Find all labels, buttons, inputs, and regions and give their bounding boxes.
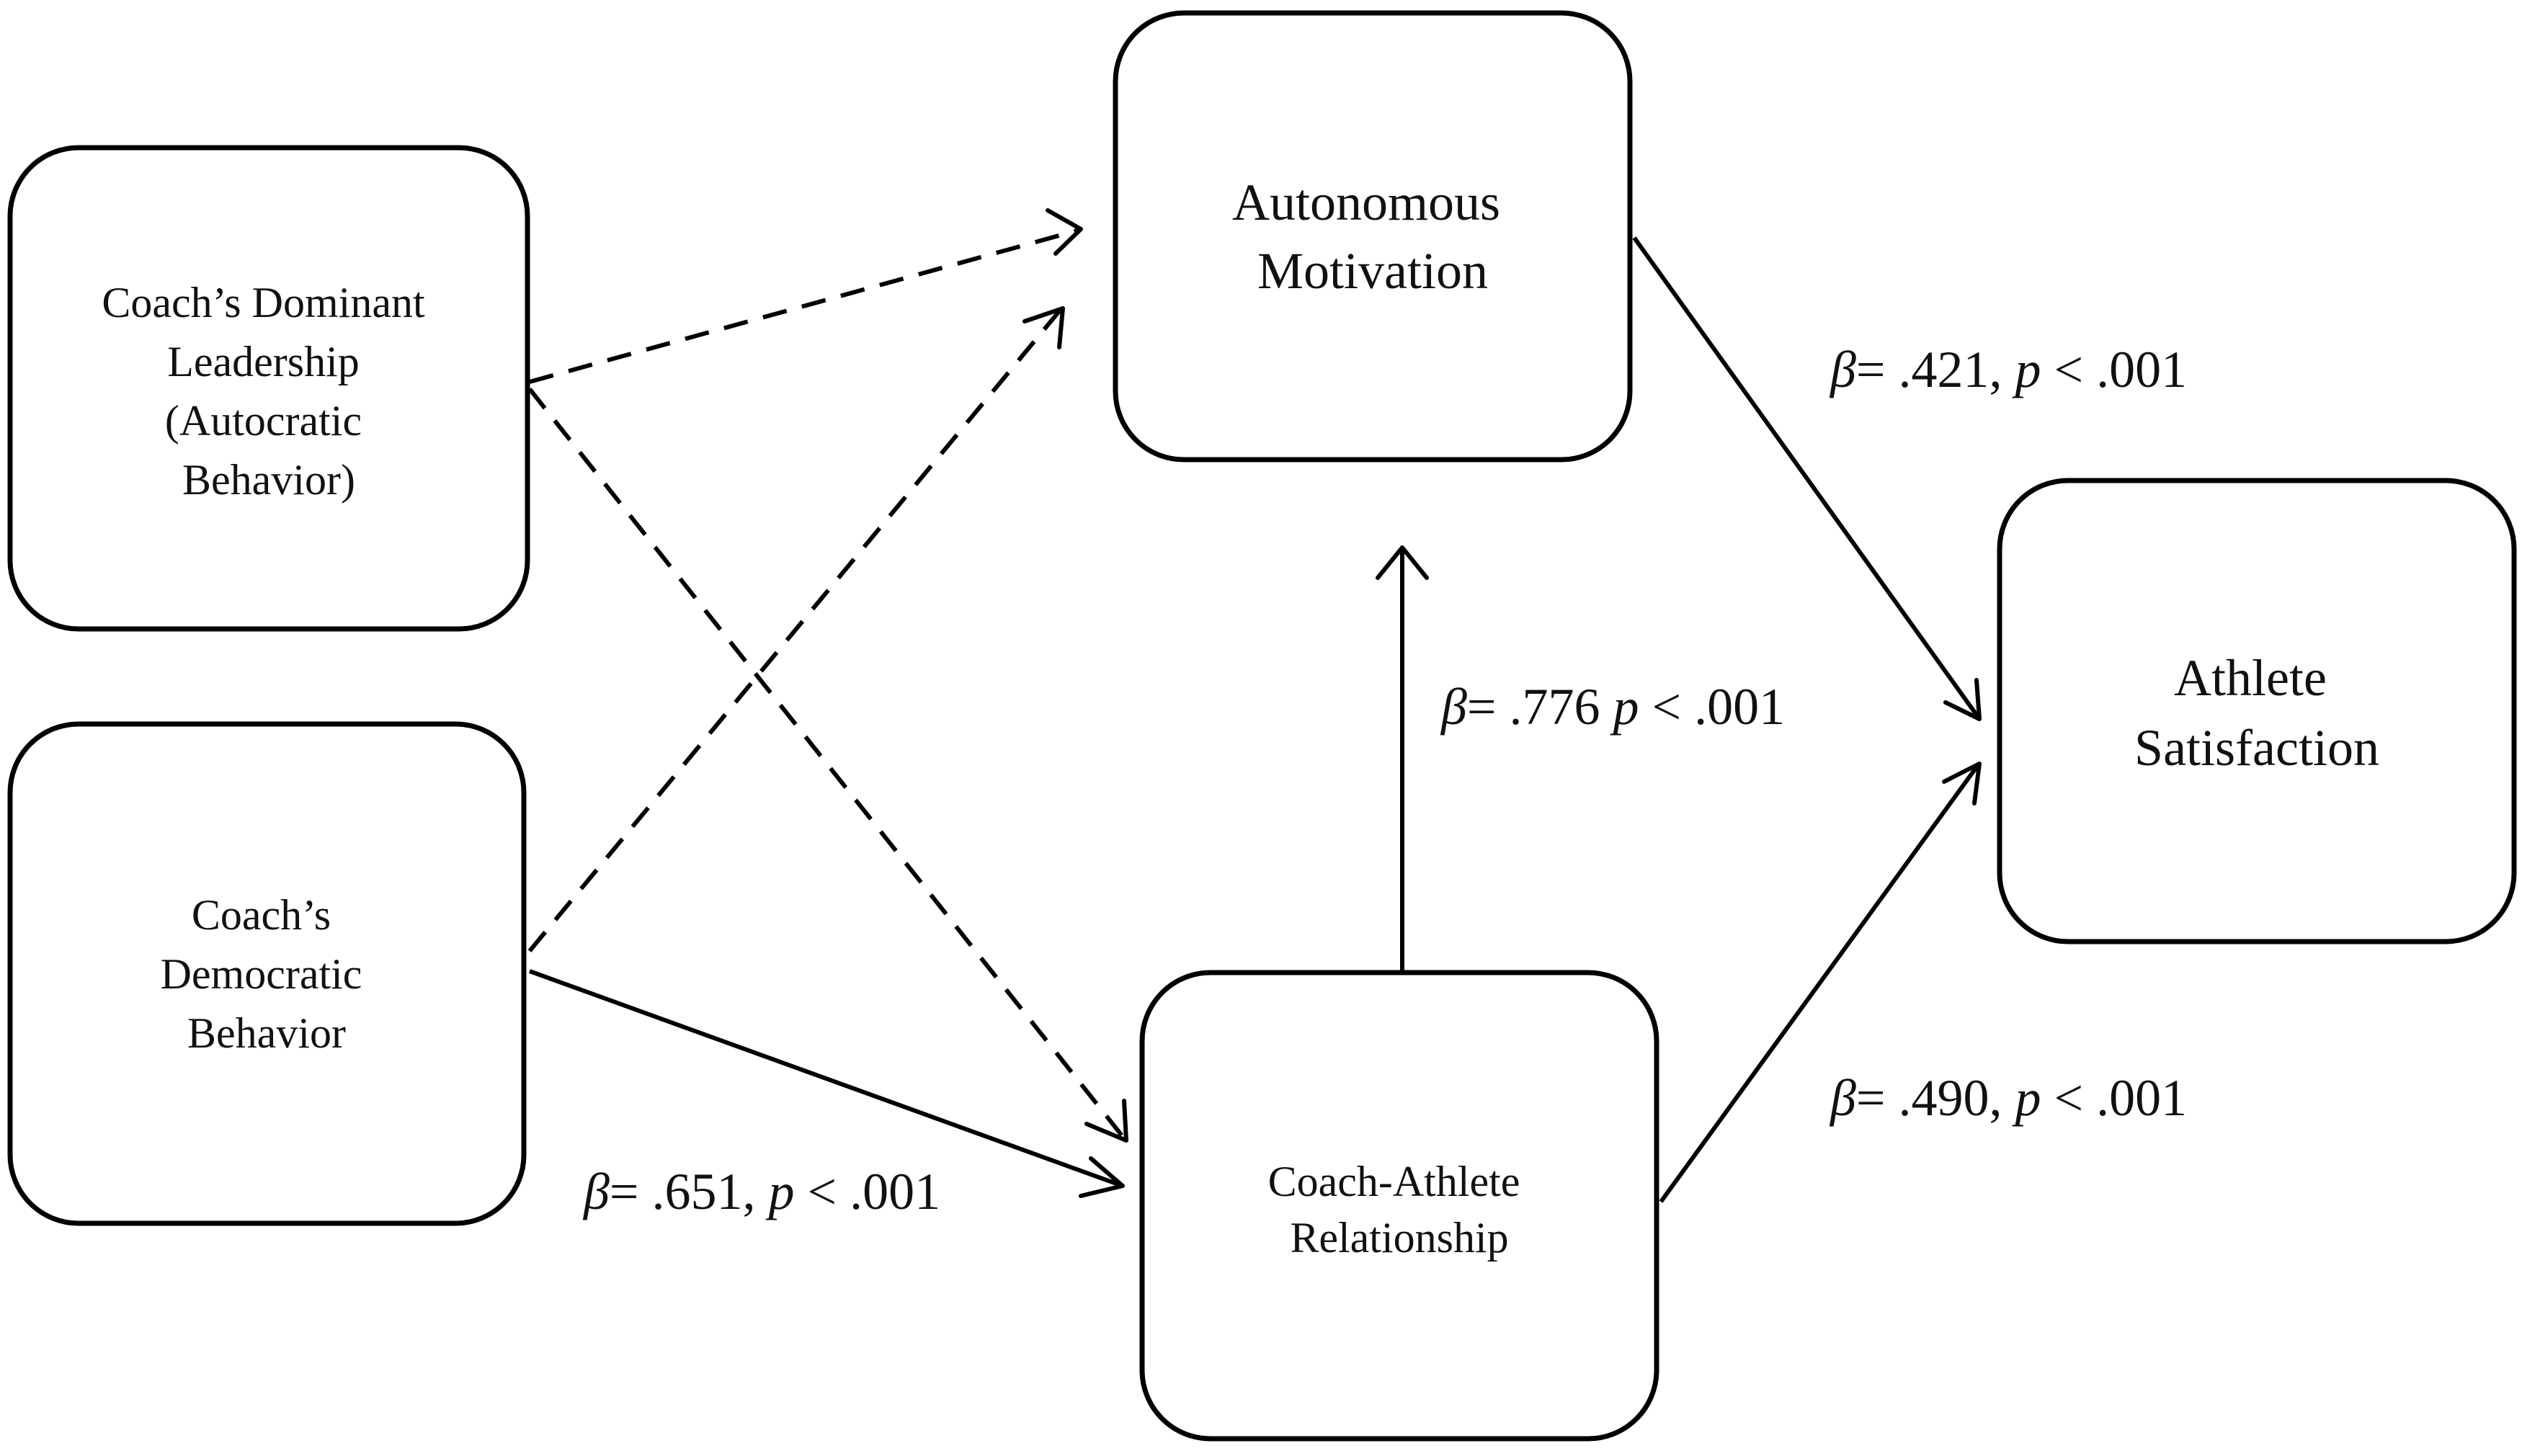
arrowhead-relationship-to-autonomous: [1376, 545, 1429, 580]
path-relationship-to-satisfaction: [1659, 764, 1980, 1203]
node-democratic-box: [7, 721, 527, 1226]
node-satisfaction-line-1: Athlete: [2174, 649, 2327, 707]
svg-text:Athlete Satisfaction: Athlete Satisfaction: [2134, 649, 2379, 777]
arrowhead-democratic-to-autonomous: [1022, 306, 1065, 349]
coef-beta-symbol: β: [1829, 341, 1856, 398]
coef-p-value: < .001: [794, 1163, 940, 1220]
node-dominant-box: [7, 145, 530, 632]
node-autonomous-line-2: Motivation: [1257, 242, 1488, 300]
node-autonomous: Autonomous Motivation: [1113, 10, 1633, 463]
arrowhead-dominant-to-autonomous: [1046, 208, 1083, 256]
coef-p-symbol: p: [1609, 678, 1639, 736]
coef-beta-symbol: β: [582, 1163, 610, 1220]
node-democratic-line-2: Democratic: [161, 950, 362, 998]
coef-beta-symbol: β: [1829, 1069, 1856, 1127]
node-relationship-line-2: Relationship: [1290, 1214, 1508, 1261]
coef-p-value: < .001: [2041, 1069, 2187, 1127]
node-autonomous-box: [1113, 10, 1633, 463]
node-satisfaction: Athlete Satisfaction: [1997, 478, 2517, 944]
coef-relationship-to-autonomous: β= .776 p < .001: [1440, 678, 1785, 736]
svg-text:Coach-Athlete Relationsh: Coach-Athlete Relationship: [1268, 1158, 1531, 1261]
path-autonomous-to-satisfaction: [1632, 236, 1980, 718]
coef-p-symbol: p: [765, 1163, 794, 1220]
arrowhead-autonomous-to-satisfaction: [1943, 678, 1982, 721]
node-democratic-line-1: Coach’s: [192, 891, 331, 939]
coef-democratic-to-relationship: β= .651, p < .001: [582, 1163, 940, 1220]
node-democratic: Coach’s Democratic Behavior: [7, 721, 527, 1226]
svg-text:Coach’s Democratic: Coach’s Democratic Behavior: [161, 891, 373, 1057]
node-dominant-line-1: Coach’s Dominant: [102, 279, 425, 326]
node-democratic-line-3: Behavior: [187, 1009, 346, 1057]
node-dominant-line-3: (Autocratic: [165, 397, 362, 445]
arrowhead-democratic-to-relationship: [1079, 1156, 1125, 1198]
coef-value: = .776: [1467, 678, 1613, 736]
coef-p-symbol: p: [2011, 1069, 2041, 1127]
coef-p-value: < .001: [1639, 678, 1785, 736]
svg-text:Coach’s Dominant Leaders: Coach’s Dominant Leadership (Autocratic …: [102, 279, 435, 504]
path-democratic-to-relationship: [528, 969, 1122, 1187]
coef-autonomous-to-satisfaction: β= .421, p < .001: [1829, 341, 2187, 398]
node-satisfaction-line-2: Satisfaction: [2134, 719, 2379, 777]
arrowhead-dominant-to-relationship: [1084, 1099, 1128, 1143]
coef-p-symbol: p: [2011, 341, 2041, 398]
coef-beta-symbol: β: [1440, 678, 1467, 736]
coef-value: = .490,: [1856, 1069, 2015, 1127]
coef-value: = .651,: [610, 1163, 769, 1220]
coef-p-value: < .001: [2041, 341, 2187, 398]
node-dominant: Coach’s Dominant Leadership (Autocratic …: [7, 145, 530, 632]
node-relationship: Coach-Athlete Relationship: [1139, 970, 1659, 1442]
path-dominant-to-relationship: [527, 388, 1126, 1140]
node-relationship-line-1: Coach-Athlete: [1268, 1158, 1520, 1205]
node-autonomous-line-1: Autonomous: [1232, 174, 1500, 231]
coef-relationship-to-satisfaction: β= .490, p < .001: [1829, 1069, 2187, 1127]
svg-text:Autonomous Motivation: Autonomous Motivation: [1232, 174, 1513, 300]
arrowhead-relationship-to-satisfaction: [1942, 762, 1982, 805]
path-democratic-to-autonomous: [527, 310, 1061, 952]
coef-value: = .421,: [1856, 341, 2015, 398]
connectors: [527, 208, 1982, 1203]
node-relationship-box: [1139, 970, 1659, 1442]
node-dominant-line-2: Leadership: [167, 338, 360, 385]
node-satisfaction-box: [1997, 478, 2517, 944]
node-dominant-line-4: Behavior): [182, 456, 355, 504]
path-dominant-to-autonomous: [529, 228, 1078, 384]
